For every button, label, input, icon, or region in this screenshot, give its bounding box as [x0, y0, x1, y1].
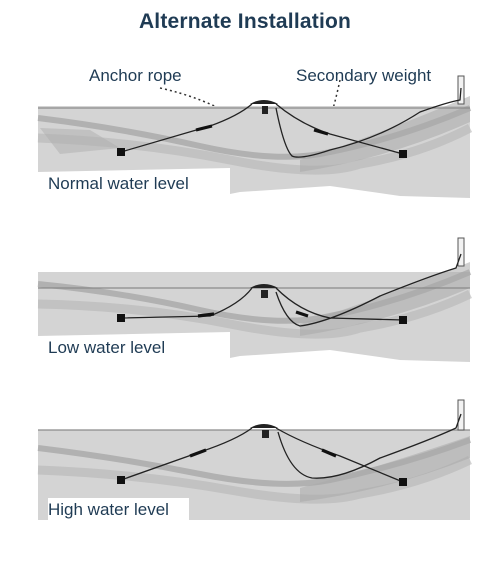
- anchor-rope-right: [275, 103, 404, 155]
- page-title: Alternate Installation: [138, 10, 352, 33]
- scene-label-low: Low water level: [48, 336, 186, 360]
- anchor-weight-right: [399, 150, 407, 158]
- anchor-weight-left: [117, 476, 125, 484]
- anchor-weight-right: [399, 478, 407, 486]
- power-cable: [275, 87, 462, 158]
- aerator-unit: [250, 424, 278, 428]
- power-cable: [275, 253, 462, 327]
- secondary-weight-callout: Secondary weight: [296, 66, 432, 85]
- scene-high-water: High water level: [0, 396, 490, 566]
- secondary-weight-left: [195, 124, 213, 132]
- anchor-rope-right: [275, 427, 404, 483]
- secondary-weight-left: [189, 448, 207, 458]
- anchor-weight-left: [117, 314, 125, 322]
- secondary-weight-left: [197, 312, 215, 318]
- scene-normal-water: Normal water level: [0, 68, 490, 238]
- scene-low-water: Low water level: [0, 232, 490, 402]
- anchor-weight-right: [399, 316, 407, 324]
- high-water-illustration: [37, 399, 472, 520]
- low-water-illustration: [37, 237, 472, 362]
- normal-water-illustration: [37, 75, 473, 198]
- seabed: [38, 106, 470, 198]
- secondary-weight-right: [321, 448, 337, 458]
- scene-label-normal: Normal water level: [48, 172, 209, 196]
- anchor-weight-left: [117, 148, 125, 156]
- aerator-unit: [250, 284, 278, 288]
- anchor-rope-callout: Anchor rope: [89, 66, 182, 85]
- aerator-unit: [250, 100, 278, 104]
- scene-label-high: High water level: [48, 498, 189, 522]
- secondary-weight-right: [313, 128, 329, 136]
- power-cable: [277, 413, 462, 479]
- secondary-weight-right: [295, 310, 309, 318]
